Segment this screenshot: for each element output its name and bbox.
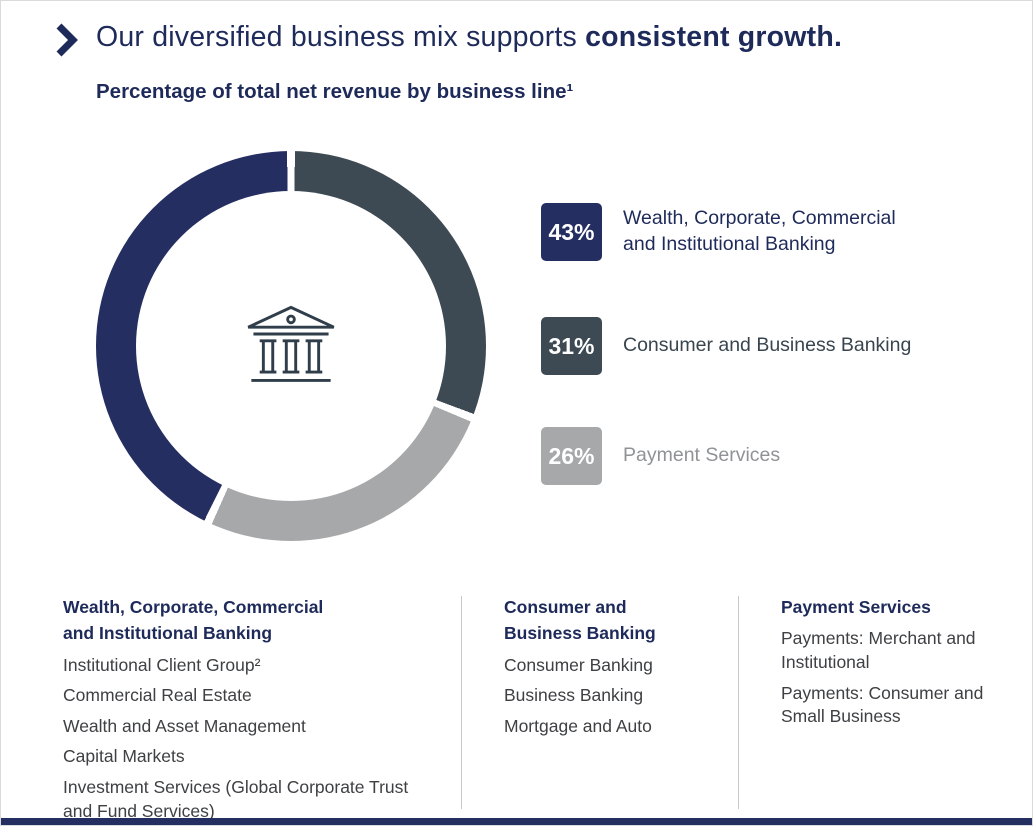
column-header: Consumer and Business Banking	[504, 597, 656, 644]
donut-hole	[136, 191, 446, 501]
legend-item: 26% Payment Services	[541, 427, 780, 485]
chevron-right-icon	[54, 22, 78, 63]
business-line-column-wealth: Wealth, Corporate, Commercial and Instit…	[63, 594, 435, 825]
legend-value-badge: 43%	[541, 203, 602, 261]
legend-item: 43% Wealth, Corporate, Commercial and In…	[541, 203, 928, 261]
column-divider	[461, 596, 462, 809]
title-bold: consistent growth.	[585, 21, 843, 53]
chart-legend: 43% Wealth, Corporate, Commercial and In…	[541, 203, 971, 493]
column-header: Payment Services	[781, 597, 931, 617]
legend-label: Wealth, Corporate, Commercial and Instit…	[623, 207, 896, 255]
list-item: Investment Services (Global Corporate Tr…	[63, 777, 409, 821]
business-line-column-payments: Payment Services Payments: Merchant and …	[781, 594, 1006, 736]
legend-item: 31% Consumer and Business Banking	[541, 317, 911, 375]
list-item: Payments: Consumer and Small Business	[781, 682, 984, 727]
chart-title: Percentage of total net revenue by busin…	[96, 80, 574, 103]
donut-chart	[96, 151, 486, 541]
bank-building-icon	[247, 305, 335, 382]
list-item: Mortgage and Auto	[504, 715, 652, 736]
list-item: Commercial Real Estate	[63, 685, 252, 706]
list-item: Capital Markets	[63, 746, 185, 767]
footer-bar	[1, 818, 1032, 825]
legend-label: Consumer and Business Banking	[623, 334, 912, 357]
list-item: Business Banking	[504, 685, 644, 706]
column-divider	[738, 596, 739, 809]
column-header: Wealth, Corporate, Commercial and Instit…	[63, 597, 324, 644]
page-title: Our diversified business mix supports co…	[96, 21, 842, 54]
list-item: Payments: Merchant and Institutional	[781, 628, 976, 672]
title-regular: Our diversified business mix supports	[96, 21, 586, 53]
legend-label: Payment Services	[623, 444, 781, 467]
legend-value-badge: 31%	[541, 317, 602, 375]
legend-value-badge: 26%	[541, 427, 602, 485]
business-line-column-consumer: Consumer and Business Banking Consumer B…	[504, 594, 729, 745]
list-item: Consumer Banking	[504, 654, 653, 675]
list-item: Wealth and Asset Management	[63, 715, 306, 736]
list-item: Institutional Client Group²	[63, 654, 261, 675]
